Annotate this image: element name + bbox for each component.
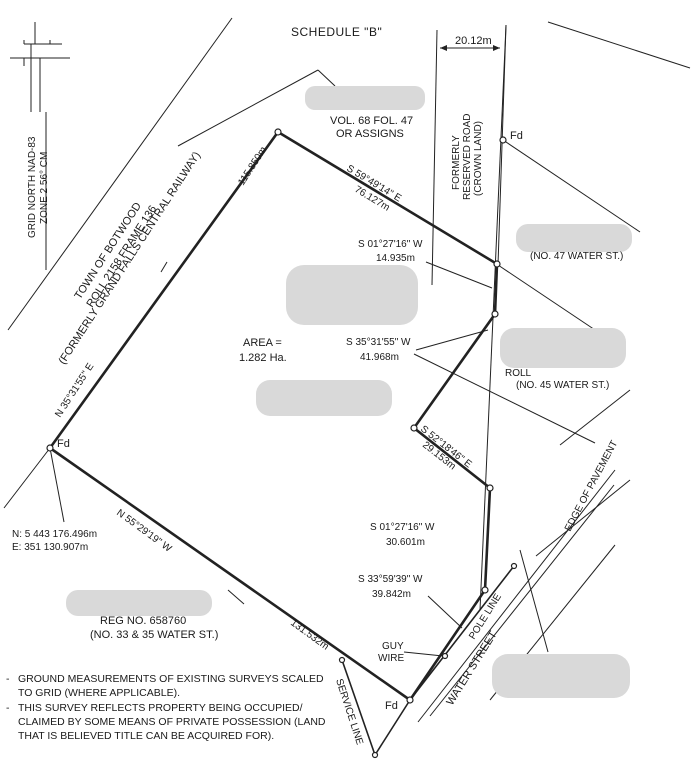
nw-side-distance: 115.850m bbox=[236, 145, 269, 188]
course2-distance: 41.968m bbox=[360, 352, 399, 363]
note-1: GROUND MEASUREMENTS OF EXISTING SURVEYS … bbox=[6, 672, 336, 700]
marker-pole bbox=[510, 562, 518, 570]
redacted-owner-47 bbox=[516, 224, 632, 252]
reg-label-1: REG NO. 658760 bbox=[100, 615, 186, 627]
redacted-street-owner bbox=[492, 654, 630, 698]
street-arrow-line bbox=[519, 549, 549, 653]
coord-east: E: 351 130.907m bbox=[12, 542, 88, 553]
boundary-extension bbox=[479, 24, 507, 611]
area-label-1: AREA = bbox=[243, 337, 282, 349]
marker-ne bbox=[493, 260, 501, 268]
adjoining-line-45 bbox=[413, 353, 596, 444]
guy-wire-label-2: WIRE bbox=[378, 653, 404, 664]
adjoining-line-45-right bbox=[559, 389, 631, 446]
reserved-road-label-2: RESERVED ROAD bbox=[462, 113, 473, 200]
guy-wire-label-1: GUY bbox=[382, 641, 404, 652]
schedule-title: SCHEDULE "B" bbox=[291, 25, 382, 39]
grid-north-label-1: GRID NORTH NAD-83 bbox=[27, 136, 38, 238]
note-2: THIS SURVEY REFLECTS PROPERTY BEING OCCU… bbox=[6, 701, 336, 743]
town-label-3: (FORMERLY GRAND FALLS CENTRAL RAILWAY) bbox=[56, 150, 203, 367]
reserved-road-label-1: FORMERLY bbox=[451, 135, 462, 190]
railway-line-upper bbox=[177, 69, 319, 147]
area-label-2: 1.282 Ha. bbox=[239, 352, 287, 364]
course1-bearing: S 01°27'16" W bbox=[358, 239, 423, 250]
marker-w bbox=[46, 444, 54, 452]
pole-line bbox=[409, 565, 515, 701]
edge-of-pavement-line-1 bbox=[417, 469, 616, 723]
railway-tick bbox=[160, 261, 168, 273]
redacted-reg-owner bbox=[66, 590, 212, 616]
road-width-dimension bbox=[440, 45, 500, 51]
railway-line-west bbox=[7, 17, 233, 331]
no45-partial: ROLL bbox=[505, 368, 532, 379]
fd-south: Fd bbox=[385, 700, 398, 712]
water-street-label: WATER STREET bbox=[444, 629, 499, 708]
vol-ref-2: OR ASSIGNS bbox=[336, 128, 404, 140]
adjoining-line-top-right bbox=[547, 21, 691, 69]
road-west-boundary bbox=[431, 29, 438, 286]
adjoining-line-47-upper bbox=[502, 139, 641, 233]
grid-north-label-2: ZONE 2 56° CM bbox=[39, 152, 50, 224]
reg-leader-line bbox=[227, 589, 245, 605]
course5-bearing: S 33°59'39" W bbox=[358, 574, 423, 585]
marker-e3 bbox=[486, 484, 494, 492]
street-line-right bbox=[535, 479, 631, 557]
marker-e1 bbox=[491, 310, 499, 318]
railway-line-north bbox=[317, 69, 336, 87]
south-distance: 131.532m bbox=[288, 618, 330, 653]
redacted-center-block bbox=[286, 265, 418, 325]
no45-label: (NO. 45 WATER ST.) bbox=[516, 380, 609, 391]
reserved-road-label-3: (CROWN LAND) bbox=[473, 121, 484, 196]
redacted-vol-owner bbox=[305, 86, 425, 110]
marker-nw bbox=[274, 128, 282, 136]
course4-distance: 30.601m bbox=[386, 537, 425, 548]
survey-markers bbox=[46, 128, 518, 759]
course2-bearing: S 35°31'55" W bbox=[346, 337, 411, 348]
course4-bearing: S 01°27'16" W bbox=[370, 522, 435, 533]
service-line bbox=[341, 659, 376, 756]
reg-label-2: (NO. 33 & 35 WATER ST.) bbox=[90, 629, 218, 641]
survey-notes: GROUND MEASUREMENTS OF EXISTING SURVEYS … bbox=[6, 672, 336, 744]
no47-label: (NO. 47 WATER ST.) bbox=[530, 251, 623, 262]
coord-north: N: 5 443 176.496m bbox=[12, 529, 97, 540]
lower-west-line bbox=[3, 447, 51, 509]
edge-of-pavement-line-2 bbox=[429, 484, 615, 717]
coord-leader bbox=[49, 447, 65, 523]
grid-north-symbol bbox=[10, 22, 70, 270]
pole-extension bbox=[374, 699, 411, 756]
marker-s bbox=[406, 696, 414, 704]
marker-service-end bbox=[371, 751, 379, 759]
edge-of-pavement-label: EDGE OF PAVEMENT bbox=[563, 439, 620, 534]
vol-ref-1: VOL. 68 FOL. 47 bbox=[330, 115, 413, 127]
course1-distance: 14.935m bbox=[376, 253, 415, 264]
marker-service bbox=[338, 656, 346, 664]
marker-road-fd bbox=[499, 136, 507, 144]
road-width-label: 20.12m bbox=[455, 35, 492, 47]
redacted-owner-45 bbox=[500, 328, 626, 368]
marker-e4 bbox=[481, 586, 489, 594]
marker-e2 bbox=[410, 424, 418, 432]
fd-road: Fd bbox=[510, 130, 523, 142]
marker-guy bbox=[441, 652, 449, 660]
course5-distance: 39.842m bbox=[372, 589, 411, 600]
fd-west: Fd bbox=[57, 438, 70, 450]
redacted-center-lower bbox=[256, 380, 392, 416]
